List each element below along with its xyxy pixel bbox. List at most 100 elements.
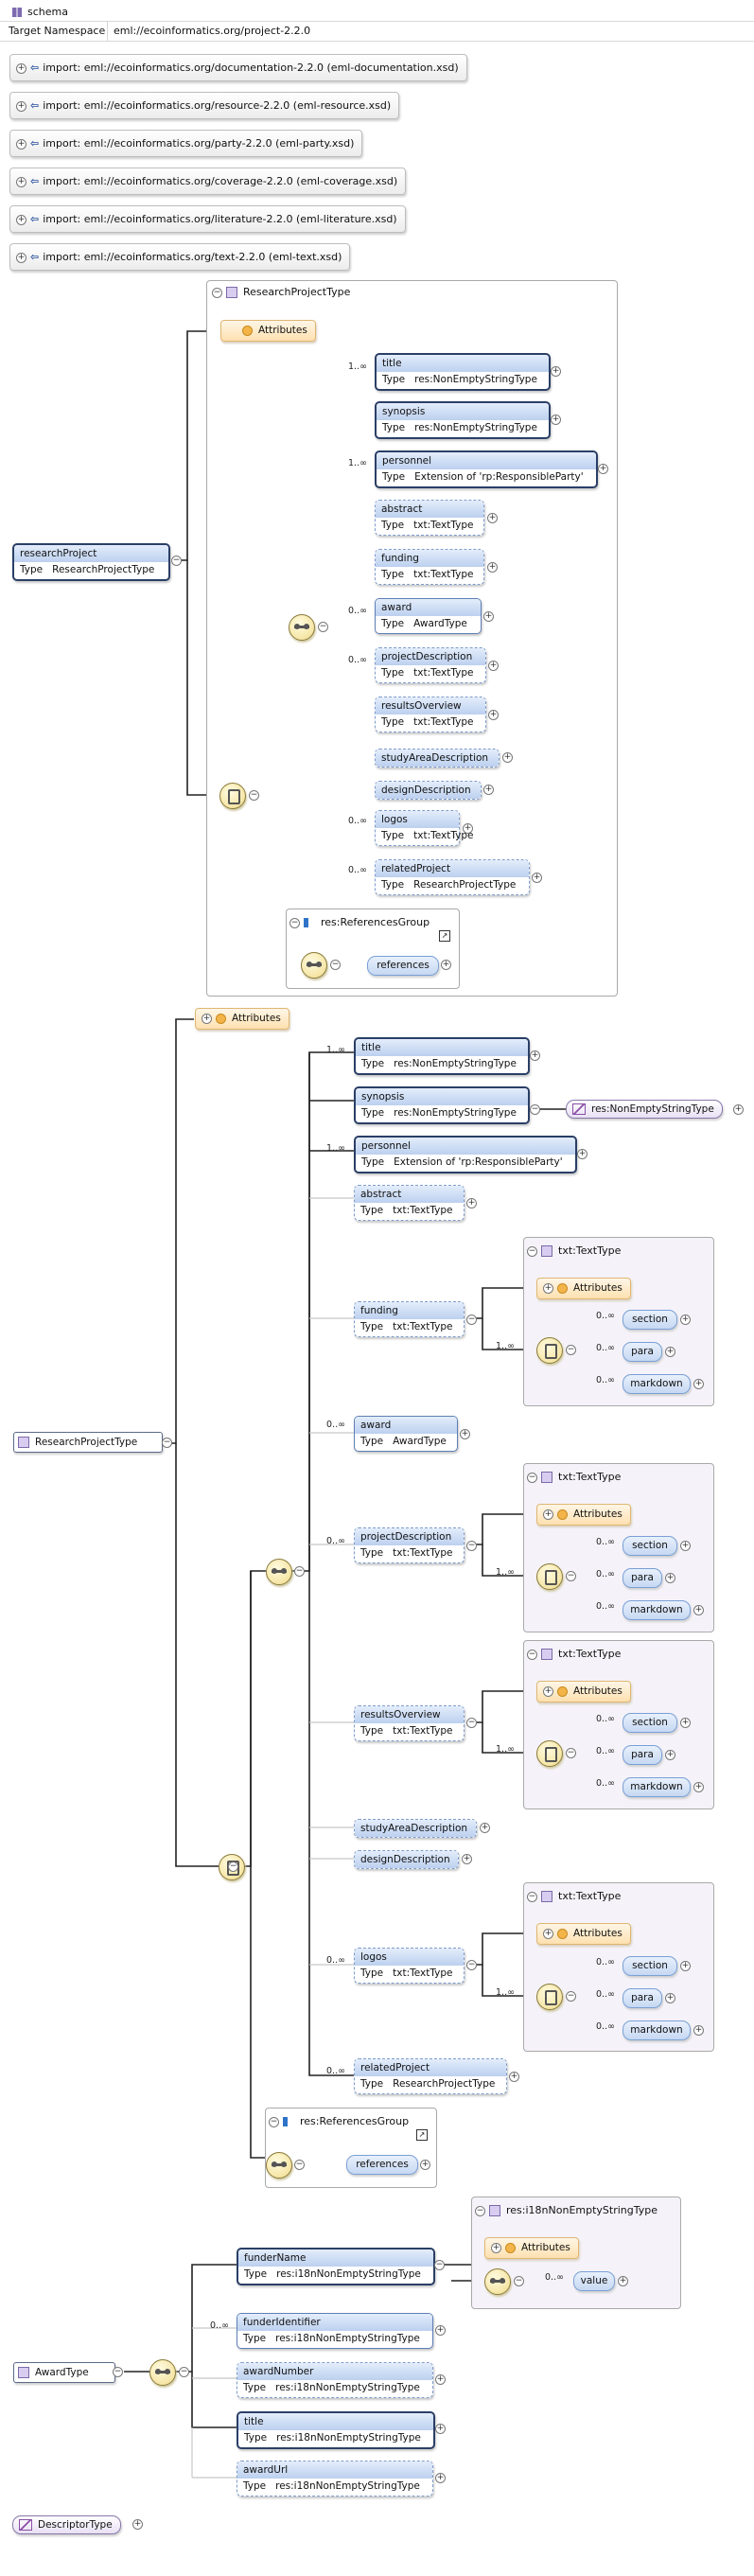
collapse-icon[interactable]: − (330, 960, 341, 970)
type-DescriptorType[interactable]: DescriptorType (12, 2515, 121, 2534)
element-section[interactable]: section (622, 1713, 677, 1733)
expand-icon[interactable]: + (532, 873, 542, 883)
element-value[interactable]: value (573, 2271, 615, 2291)
element-section[interactable]: section (622, 1536, 677, 1556)
expand-icon[interactable]: + (420, 2160, 430, 2170)
collapse-icon[interactable]: − (434, 2260, 445, 2270)
sequence-compositor-icon[interactable] (266, 1559, 292, 1585)
expand-icon[interactable]: + (551, 366, 561, 377)
collapse-icon[interactable]: − (249, 790, 259, 801)
expand-icon[interactable]: + (435, 2424, 446, 2434)
element-references[interactable]: references (346, 2155, 418, 2175)
expand-icon[interactable]: + (480, 1823, 490, 1833)
simple-type-base[interactable]: res:NonEmptyStringType (566, 1100, 723, 1119)
expand-icon[interactable]: + (483, 611, 494, 622)
expand-icon[interactable]: + (487, 562, 498, 573)
collapse-icon[interactable]: − (466, 1718, 477, 1728)
expand-icon[interactable]: + (441, 960, 451, 970)
i18n-type-frame-title[interactable]: −res:i18nNonEmptyStringType (475, 2204, 658, 2216)
expand-icon[interactable]: + (488, 710, 499, 720)
attributes-group[interactable]: +Attributes (536, 1681, 631, 1703)
attributes-group[interactable]: +Attributes (536, 1504, 631, 1526)
attributes-group[interactable]: +Attributes (536, 1923, 631, 1945)
collapse-icon[interactable]: − (294, 1566, 305, 1577)
element-para[interactable]: para (622, 1568, 662, 1588)
import-coverage[interactable]: +⇦import: eml://ecoinformatics.org/cover… (9, 168, 407, 195)
element-para[interactable]: para (622, 1988, 662, 2008)
collapse-icon[interactable]: − (514, 2276, 524, 2286)
expand-icon[interactable]: + (693, 1379, 704, 1389)
expand-group-icon[interactable]: ↗ (439, 930, 450, 942)
sequence-compositor-icon[interactable] (484, 2268, 511, 2295)
import-party[interactable]: +⇦import: eml://ecoinformatics.org/party… (9, 130, 363, 157)
expand-icon[interactable]: + (693, 1782, 704, 1792)
expand-icon[interactable]: + (16, 138, 26, 150)
element-para[interactable]: para (622, 1342, 662, 1362)
expand-icon[interactable]: + (16, 214, 26, 225)
choice-compositor-icon[interactable] (536, 1740, 563, 1767)
expand-group-icon[interactable]: ↗ (416, 2129, 428, 2141)
sequence-compositor-icon[interactable] (301, 952, 327, 979)
expand-icon[interactable]: + (487, 513, 498, 523)
expand-icon[interactable]: + (665, 1573, 675, 1583)
research-project-type-frame-title[interactable]: −ResearchProjectType (212, 286, 351, 298)
collapse-icon[interactable]: − (566, 1748, 576, 1758)
expand-icon[interactable]: + (598, 464, 608, 474)
texttype-frame-title[interactable]: −txt:TextType (527, 1890, 622, 1902)
collapse-icon[interactable]: − (466, 1960, 477, 1970)
import-text[interactable]: +⇦import: eml://ecoinformatics.org/text-… (9, 243, 351, 271)
collapse-icon[interactable]: − (162, 1438, 172, 1448)
expand-icon[interactable]: + (16, 176, 26, 187)
sequence-compositor-icon[interactable] (149, 2359, 176, 2386)
collapse-icon[interactable]: − (530, 1104, 540, 1115)
attributes-group[interactable]: +Attributes (536, 1278, 631, 1299)
choice-compositor-icon[interactable] (536, 1337, 563, 1364)
complex-type-AwardType[interactable]: AwardType (13, 2362, 115, 2383)
expand-icon[interactable]: + (551, 415, 561, 425)
expand-icon[interactable]: + (16, 62, 26, 74)
expand-icon[interactable]: + (680, 1541, 691, 1551)
expand-icon[interactable]: + (665, 1993, 675, 2003)
collapse-icon[interactable]: − (566, 1571, 576, 1581)
expand-icon[interactable]: + (502, 752, 513, 763)
element-section[interactable]: section (622, 1956, 677, 1976)
element-markdown[interactable]: markdown (622, 2020, 691, 2040)
expand-icon[interactable]: + (466, 1198, 477, 1209)
expand-icon[interactable]: + (680, 1961, 691, 1971)
texttype-frame-title[interactable]: −txt:TextType (527, 1244, 622, 1257)
references-group-title[interactable]: −res:ReferencesGroup (289, 916, 430, 928)
element-references[interactable]: references (367, 956, 439, 976)
element-markdown[interactable]: markdown (622, 1600, 691, 1620)
element-designDescription[interactable]: designDescription (354, 1850, 459, 1869)
expand-icon[interactable]: + (435, 2374, 446, 2385)
expand-icon[interactable]: + (577, 1149, 587, 1159)
sequence-compositor-icon[interactable] (266, 2152, 292, 2179)
expand-icon[interactable]: + (488, 661, 499, 671)
expand-icon[interactable]: + (483, 785, 494, 795)
element-designDescription[interactable]: designDescription (375, 781, 482, 800)
expand-icon[interactable]: + (16, 100, 26, 112)
expand-icon[interactable]: + (680, 1314, 691, 1325)
expand-icon[interactable]: + (460, 1429, 470, 1439)
